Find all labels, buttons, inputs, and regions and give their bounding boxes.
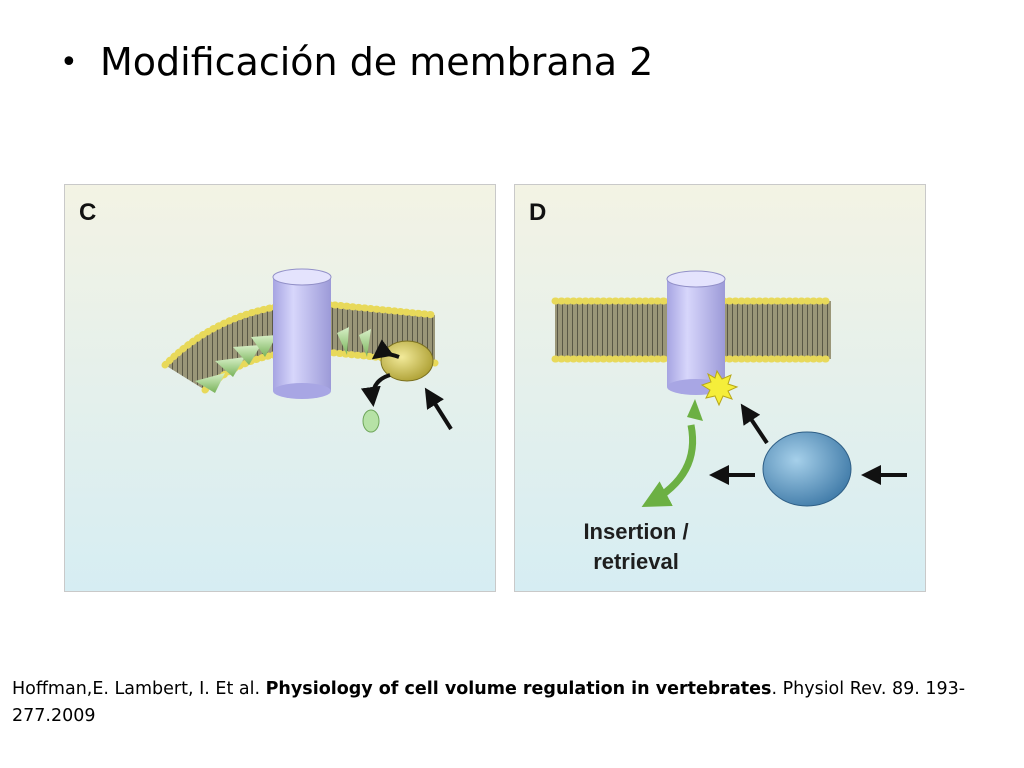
channel-protein-cylinder-d (666, 270, 726, 395)
slide-title: Modificación de membrana 2 (100, 40, 654, 84)
insertion-retrieval-arrow (641, 399, 703, 507)
released-product (362, 409, 380, 433)
panel-c: C (64, 184, 496, 592)
insertion-label-line2: retrieval (593, 549, 679, 574)
vesicle (762, 431, 852, 507)
arrows-panel-d (709, 403, 907, 485)
slide-title-row: • Modificación de membrana 2 (60, 40, 653, 84)
insertion-label-line1: Insertion / (583, 519, 689, 544)
bullet-point: • (60, 44, 78, 80)
activation-burst-icon (700, 369, 739, 407)
citation: Hoffman,E. Lambert, I. Et al. Physiology… (12, 676, 1002, 730)
panel-c-letter: C (79, 199, 97, 226)
arrows-panel-c (360, 339, 453, 431)
channel-protein-cylinder (272, 268, 332, 399)
panel-d: D Insertion / retrieval (514, 184, 926, 592)
panel-d-letter: D (529, 199, 547, 226)
panel-d-figure (515, 185, 925, 591)
citation-article-title: Physiology of cell volume regulation in … (265, 679, 772, 699)
membrane-enzyme (380, 340, 434, 382)
panel-c-figure (65, 185, 495, 591)
insertion-retrieval-label: Insertion / retrieval (561, 517, 711, 577)
citation-authors: Hoffman,E. Lambert, I. Et al. (12, 679, 266, 699)
citation-journal: . Physiol Rev. 89. 193-277.2009 (12, 679, 966, 726)
